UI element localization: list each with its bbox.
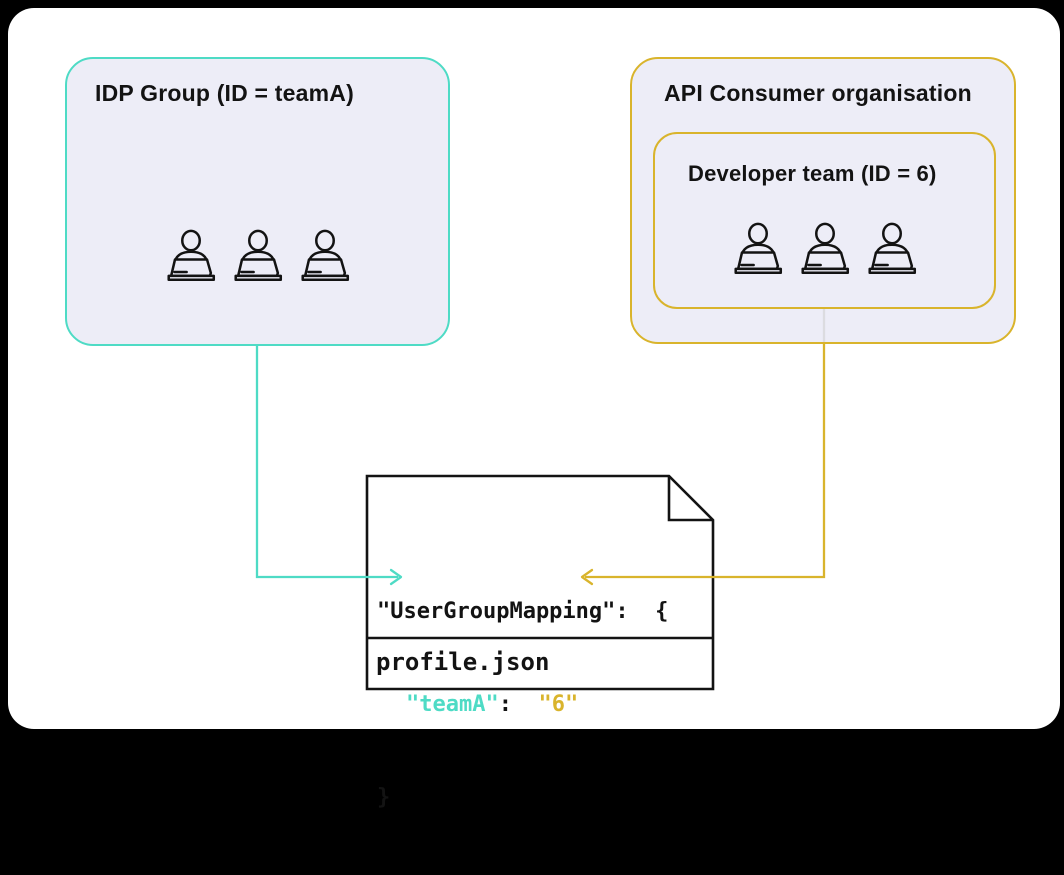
person-laptop-icon [861, 222, 923, 280]
code-line-1: "UserGroupMapping": { [377, 596, 668, 627]
developer-team-box: Developer team (ID = 6) [653, 132, 996, 309]
developer-team-title: Developer team (ID = 6) [688, 161, 986, 187]
code-key-teamA: "teamA" [406, 692, 499, 717]
person-laptop-icon [294, 229, 356, 287]
code-line-3: } [377, 782, 668, 813]
diagram-canvas: IDP Group (ID = teamA) API Consumer orga… [8, 8, 1060, 729]
api-org-box: API Consumer organisation Developer team… [630, 57, 1016, 344]
person-laptop-icon [227, 229, 289, 287]
person-laptop-icon [160, 229, 222, 287]
person-laptop-icon [794, 222, 856, 280]
person-laptop-icon [727, 222, 789, 280]
code-colon: : [499, 692, 539, 717]
api-org-title: API Consumer organisation [664, 80, 1002, 107]
idp-group-title: IDP Group (ID = teamA) [95, 80, 436, 107]
file-code-block: "UserGroupMapping": { "teamA": "6" } [377, 534, 668, 875]
code-value-6: "6" [538, 692, 578, 717]
idp-group-members [67, 229, 448, 287]
diagram-frame: { "colors": { "teal": "#4edbc5", "gold":… [0, 0, 1064, 730]
idp-group-box: IDP Group (ID = teamA) [65, 57, 450, 346]
code-line-2: "teamA": "6" [377, 689, 668, 720]
file-fold-icon [669, 476, 713, 520]
file-name-label: profile.json [376, 648, 549, 676]
developer-team-members [655, 222, 994, 280]
